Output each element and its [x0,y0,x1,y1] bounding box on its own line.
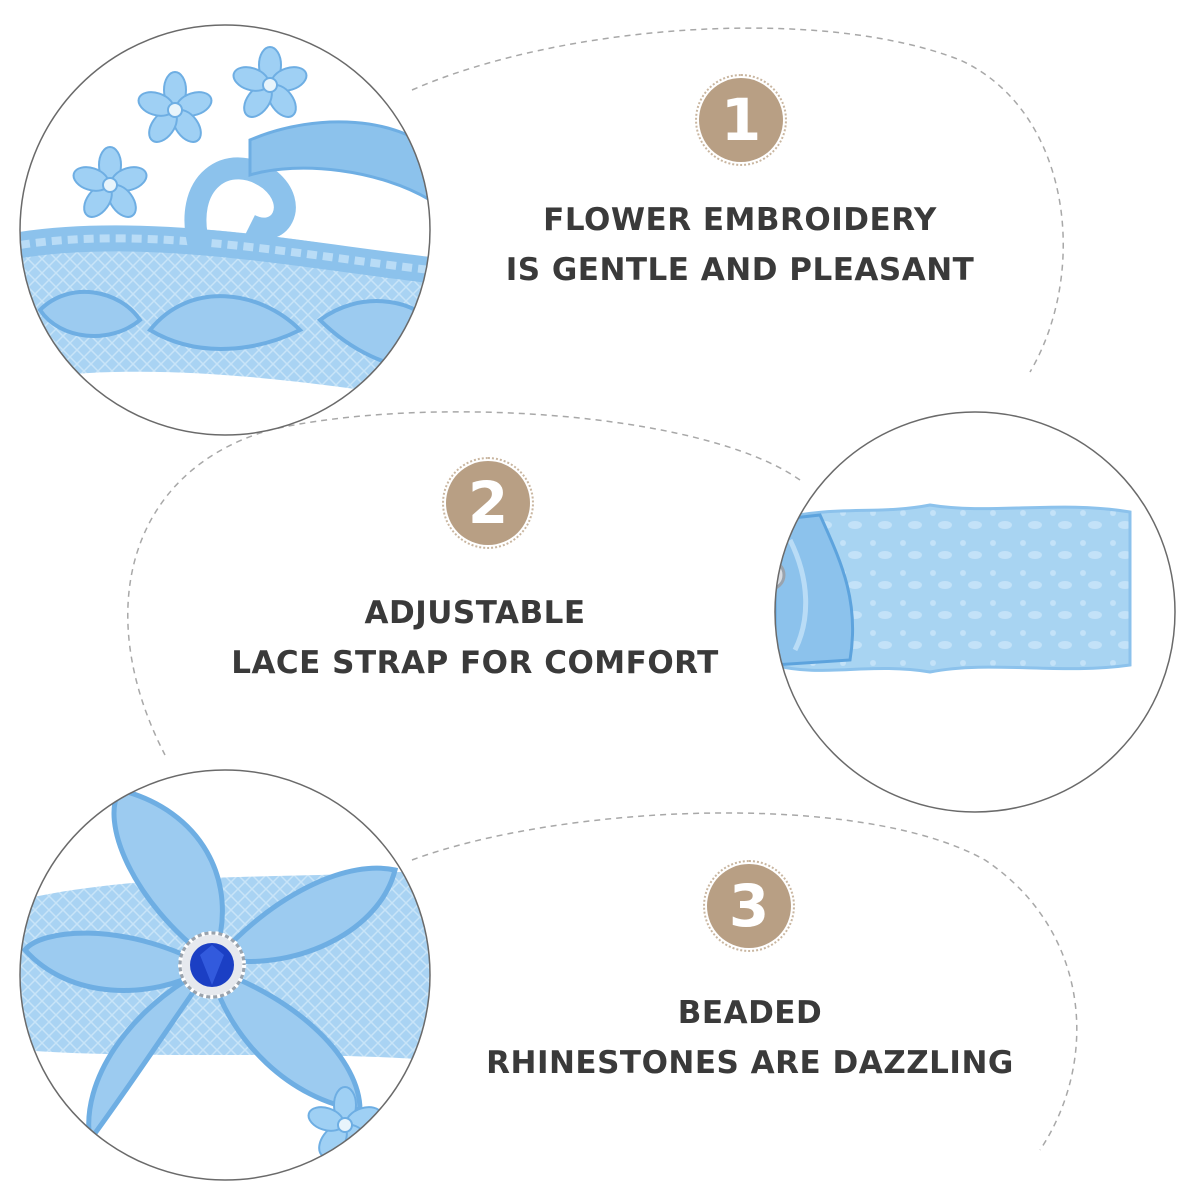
feature-caption-1-line-1: FLOWER EMBROIDERY [543,202,937,238]
feature-caption-1-line-2: IS GENTLE AND PLEASANT [505,252,975,288]
feature-number-badge-3: 3 [703,860,795,952]
feature-number-1: 1 [720,86,762,154]
flower-embroidery-photo [19,24,431,436]
rhinestone-photo [19,769,431,1181]
lace-strap-photo [774,411,1176,813]
feature-caption-3: BEADED RHINESTONES ARE DAZZLING [475,988,1025,1088]
feature-number-3: 3 [728,872,770,940]
feature-caption-3-line-2: RHINESTONES ARE DAZZLING [486,1045,1014,1081]
feature-caption-2-line-2: LACE STRAP FOR COMFORT [231,645,719,681]
feature-caption-3-line-1: BEADED [677,995,823,1031]
feature-number-badge-2: 2 [442,457,534,549]
feature-caption-2: ADJUSTABLE LACE STRAP FOR COMFORT [215,588,735,688]
feature-number-2: 2 [467,469,509,537]
feature-number-badge-1: 1 [695,74,787,166]
feature-caption-1: FLOWER EMBROIDERY IS GENTLE AND PLEASANT [500,195,980,295]
feature-caption-2-line-1: ADJUSTABLE [364,595,586,631]
